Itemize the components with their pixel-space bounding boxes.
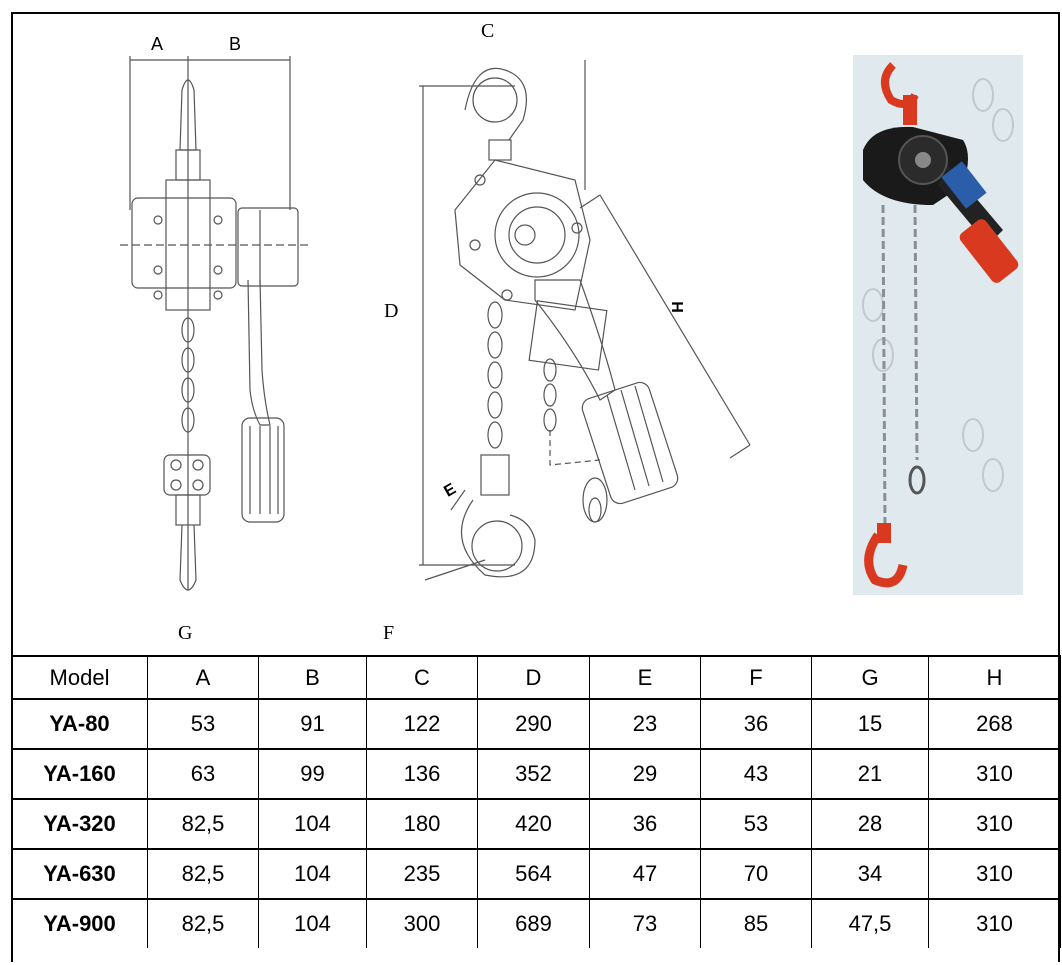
table-cell: 290 xyxy=(477,698,590,750)
dimension-f-label: F xyxy=(383,622,395,644)
table-cell: 82,5 xyxy=(147,848,259,900)
side-view-drawing xyxy=(419,60,751,581)
table-cell: 82,5 xyxy=(147,898,259,948)
table-cell: 689 xyxy=(477,898,590,948)
table-cell: 310 xyxy=(928,848,1061,900)
model-cell: YA-320 xyxy=(11,798,148,850)
table-row: YA-630 82,5 104 235 564 47 70 34 310 xyxy=(11,848,1061,900)
model-cell: YA-900 xyxy=(11,898,148,948)
table-cell: 104 xyxy=(258,848,367,900)
dimension-d-label: D xyxy=(384,300,399,322)
table-cell: 85 xyxy=(700,898,812,948)
table-cell: 47,5 xyxy=(811,898,929,948)
table-cell: 53 xyxy=(147,698,259,750)
model-cell: YA-160 xyxy=(11,748,148,800)
table-cell: 15 xyxy=(811,698,929,750)
table-cell: 34 xyxy=(811,848,929,900)
table-cell: 36 xyxy=(700,698,812,750)
column-header: Model xyxy=(11,655,148,700)
table-cell: 310 xyxy=(928,798,1061,850)
table-row: YA-160 63 99 136 352 29 43 21 310 xyxy=(11,748,1061,800)
table-cell: 268 xyxy=(928,698,1061,750)
column-header: G xyxy=(811,655,929,700)
column-header: F xyxy=(700,655,812,700)
dimension-a-label: A xyxy=(151,34,164,54)
model-cell: YA-80 xyxy=(11,698,148,750)
table-cell: 104 xyxy=(258,898,367,948)
table-row: YA-900 82,5 104 300 689 73 85 47,5 310 xyxy=(11,898,1061,948)
table-cell: 91 xyxy=(258,698,367,750)
front-view-drawing xyxy=(120,56,310,591)
table-cell: 122 xyxy=(366,698,478,750)
table-cell: 180 xyxy=(366,798,478,850)
model-cell: YA-630 xyxy=(11,848,148,900)
table-cell: 310 xyxy=(928,748,1061,800)
table-cell: 300 xyxy=(366,898,478,948)
column-header: E xyxy=(589,655,701,700)
table-cell: 21 xyxy=(811,748,929,800)
table-cell: 99 xyxy=(258,748,367,800)
table-cell: 73 xyxy=(589,898,701,948)
dimension-b-label: B xyxy=(229,34,242,54)
table-cell: 564 xyxy=(477,848,590,900)
table-cell: 29 xyxy=(589,748,701,800)
table-header-row: Model A B C D E F G H xyxy=(11,655,1061,700)
table-cell: 352 xyxy=(477,748,590,800)
table-cell: 70 xyxy=(700,848,812,900)
table-cell: 136 xyxy=(366,748,478,800)
table-cell: 43 xyxy=(700,748,812,800)
table-cell: 420 xyxy=(477,798,590,850)
dimension-g-label: G xyxy=(178,622,193,644)
column-header: A xyxy=(147,655,259,700)
table-cell: 104 xyxy=(258,798,367,850)
column-header: C xyxy=(366,655,478,700)
column-header: H xyxy=(928,655,1061,700)
column-header: B xyxy=(258,655,367,700)
product-photo xyxy=(853,55,1023,595)
table-cell: 53 xyxy=(700,798,812,850)
drawing-frame xyxy=(11,12,1060,962)
table-cell: 28 xyxy=(811,798,929,850)
table-cell: 310 xyxy=(928,898,1061,948)
spec-table: Model A B C D E F G H YA-80 53 91 122 29… xyxy=(11,655,1061,948)
dimension-h-label: H xyxy=(667,301,685,313)
table-cell: 63 xyxy=(147,748,259,800)
table-cell: 36 xyxy=(589,798,701,850)
table-row: YA-320 82,5 104 180 420 36 53 28 310 xyxy=(11,798,1061,850)
column-header: D xyxy=(477,655,590,700)
table-cell: 82,5 xyxy=(147,798,259,850)
table-row: YA-80 53 91 122 290 23 36 15 268 xyxy=(11,698,1061,750)
dimension-c-label: C xyxy=(481,20,495,42)
table-cell: 47 xyxy=(589,848,701,900)
table-cell: 235 xyxy=(366,848,478,900)
table-cell: 23 xyxy=(589,698,701,750)
